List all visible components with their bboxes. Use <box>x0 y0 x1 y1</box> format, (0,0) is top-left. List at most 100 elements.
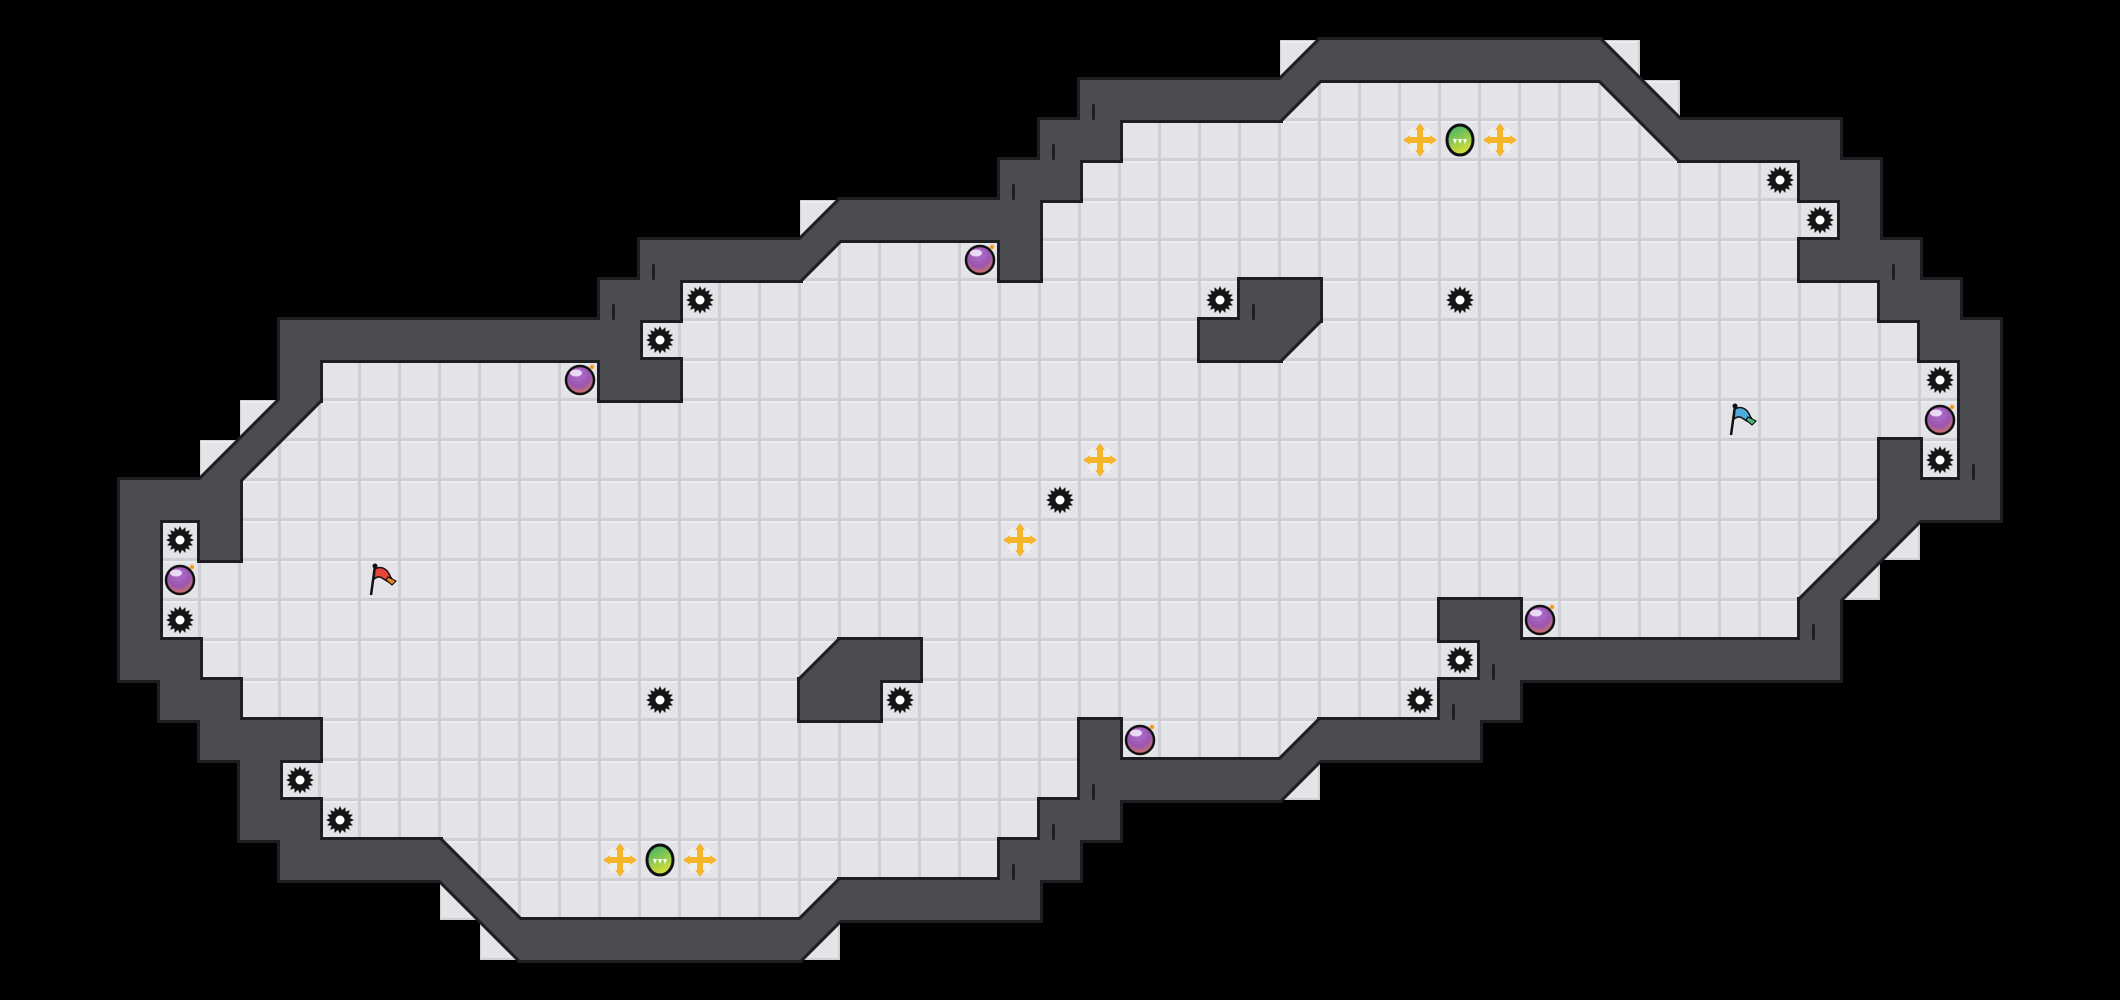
wall-mark <box>1892 264 1895 280</box>
bomb-icon <box>1524 604 1556 636</box>
floor-tile <box>160 560 1880 600</box>
floor-tile <box>320 720 1080 760</box>
wall-segment <box>520 920 800 960</box>
floor-tile <box>1280 320 1920 360</box>
spiked-gear-hazard-icon <box>166 606 194 634</box>
wall-segment <box>1080 720 1120 760</box>
wall-segment <box>1800 600 1840 640</box>
four-way-arrow-powerup-icon <box>1403 123 1437 157</box>
spiked-gear-hazard-icon <box>1926 366 1954 394</box>
wall-diagonal <box>1280 320 1320 360</box>
wall-segment <box>1960 360 2000 400</box>
wall-mark <box>652 264 655 280</box>
wall-segment <box>600 360 680 400</box>
wall-segment <box>160 680 240 720</box>
floor-tile <box>1080 160 1800 200</box>
wall-segment <box>1800 240 1920 280</box>
spiked-gear-hazard-icon <box>646 326 674 354</box>
wall-segment <box>280 320 640 360</box>
wall-segment <box>200 720 320 760</box>
wall-diagonal <box>200 400 320 480</box>
wall-diagonal <box>1280 720 1320 800</box>
wall-mark <box>1492 664 1495 680</box>
entities <box>164 123 1956 877</box>
wall-mark <box>1452 704 1455 720</box>
floor-tile <box>240 400 1960 440</box>
wall-segment <box>1000 240 1040 280</box>
wall-diagonal <box>800 200 840 280</box>
wall-mark <box>1252 304 1255 320</box>
floor-tile <box>200 640 840 680</box>
wall-mark <box>1052 824 1055 840</box>
wall-diagonal <box>1800 520 1920 600</box>
green-orb-powerup-icon <box>1445 123 1475 157</box>
floor-tile <box>1120 120 1680 160</box>
four-way-arrow-powerup-icon <box>1483 123 1517 157</box>
floor-tile <box>320 800 1040 840</box>
floor-tile <box>880 680 1440 720</box>
wall-segment <box>120 480 240 520</box>
wall-segment <box>1680 120 1840 160</box>
floor-tile <box>680 280 1240 320</box>
wall-segment <box>200 520 240 560</box>
floor-tile <box>1040 200 1840 240</box>
wall-segment <box>1080 80 1280 120</box>
player-two-flag-icon <box>1729 403 1758 436</box>
spiked-gear-hazard-icon <box>886 686 914 714</box>
spiked-gear-hazard-icon <box>1046 486 1074 514</box>
wall-segment <box>1480 640 1840 680</box>
spiked-gear-hazard-icon <box>1406 686 1434 714</box>
wall-segment <box>120 640 200 680</box>
spiked-gear-hazard-icon <box>1806 206 1834 234</box>
wall-segment <box>1880 440 1920 480</box>
green-orb-powerup-icon <box>645 843 675 877</box>
wall-segment <box>240 760 280 800</box>
wall-mark <box>1092 104 1095 120</box>
spiked-gear-hazard-icon <box>166 526 194 554</box>
wall-mark <box>1012 184 1015 200</box>
bomb-icon <box>564 364 596 396</box>
floor-tile <box>160 600 1440 640</box>
floor-tile <box>440 840 1000 880</box>
floor-tile <box>240 680 800 720</box>
wall-mark <box>612 304 615 320</box>
wall-segment <box>640 240 800 280</box>
four-way-arrow-powerup-icon <box>603 843 637 877</box>
wall-diagonal <box>1280 40 1320 120</box>
wall-mark <box>1972 464 1975 480</box>
floor-tile <box>920 640 1480 680</box>
wall-diagonal <box>800 640 840 680</box>
bomb-icon <box>1924 404 1956 436</box>
floor-tile <box>1320 280 1880 320</box>
floor-tile <box>1040 240 1800 280</box>
wall-segment <box>1200 320 1280 360</box>
four-way-arrow-powerup-icon <box>683 843 717 877</box>
wall-diagonal <box>800 880 840 960</box>
wall-segment <box>120 520 160 560</box>
wall-segment <box>120 560 160 600</box>
wall-segment <box>1960 440 2000 480</box>
floor-tile <box>240 520 1920 560</box>
wall-segment <box>280 840 440 880</box>
wall-segment <box>840 200 1040 240</box>
bomb-icon <box>964 244 996 276</box>
wall-segment <box>1440 600 1520 640</box>
wall-mark <box>1812 624 1815 640</box>
four-way-arrow-powerup-icon <box>1083 443 1117 477</box>
floor-tile <box>280 760 1080 800</box>
wall-segment <box>1800 160 1880 200</box>
walls <box>120 40 2000 960</box>
wall-segment <box>1080 760 1280 800</box>
wall-segment <box>120 600 160 640</box>
wall-segment <box>800 680 880 720</box>
floor-tile <box>1520 600 1800 640</box>
wall-segment <box>240 800 320 840</box>
wall-segment <box>1880 280 1960 320</box>
wall-segment <box>1320 720 1480 760</box>
spiked-gear-hazard-icon <box>1446 286 1474 314</box>
spiked-gear-hazard-icon <box>1446 646 1474 674</box>
wall-segment <box>1320 40 1600 80</box>
floor-tiles <box>160 40 1960 960</box>
spiked-gear-hazard-icon <box>1206 286 1234 314</box>
